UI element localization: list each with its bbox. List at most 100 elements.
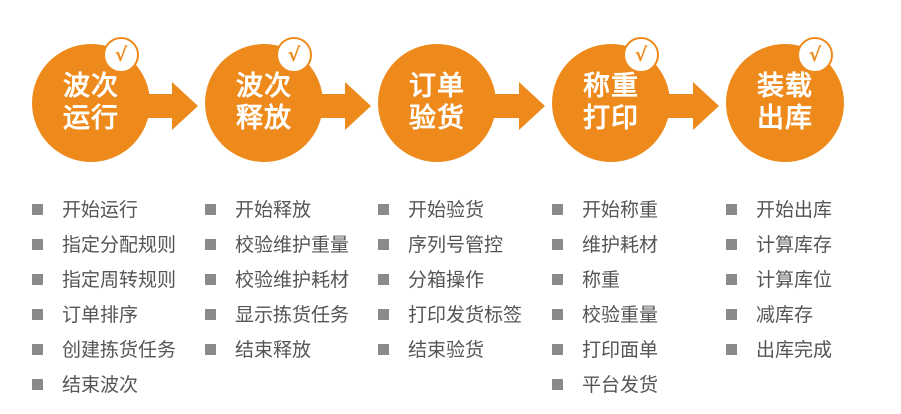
list-item: 平台发货 xyxy=(552,367,658,402)
step-4-title-line1: 称重 xyxy=(583,71,639,102)
list-item-label: 序列号管控 xyxy=(408,233,504,256)
list-item: 开始运行 xyxy=(32,192,176,227)
arrow-icon-2 xyxy=(319,82,371,130)
list-item: 维护耗材 xyxy=(552,227,658,262)
bullet-icon xyxy=(205,344,216,355)
list-item-label: 校验重量 xyxy=(582,303,659,326)
list-item-label: 出库完成 xyxy=(756,338,833,361)
list-item: 指定分配规则 xyxy=(32,227,176,262)
list-item-label: 计算库位 xyxy=(756,268,833,291)
bullet-icon xyxy=(32,239,43,250)
list-item-label: 打印面单 xyxy=(582,338,659,361)
list-item-label: 校验维护耗材 xyxy=(235,268,350,291)
bullet-icon xyxy=(726,274,737,285)
list-item: 称重 xyxy=(552,262,658,297)
list-item-label: 称重 xyxy=(582,268,621,291)
bullet-icon xyxy=(32,309,43,320)
bullet-icon xyxy=(552,344,563,355)
bullet-icon xyxy=(205,239,216,250)
step-4-check-icon: √ xyxy=(623,37,659,73)
step-5-check-icon: √ xyxy=(797,37,833,73)
step-3-title-line2: 验货 xyxy=(409,103,465,134)
list-item: 开始称重 xyxy=(552,192,658,227)
list-item-label: 分箱操作 xyxy=(408,268,485,291)
list-item: 结束验货 xyxy=(378,332,522,367)
arrow-icon-4 xyxy=(667,82,719,130)
step-2-check-icon: √ xyxy=(276,37,312,73)
bullet-icon xyxy=(32,204,43,215)
list-item: 分箱操作 xyxy=(378,262,522,297)
step-5-title-line2: 出库 xyxy=(757,103,813,134)
bullet-icon xyxy=(378,239,389,250)
list-item: 校验重量 xyxy=(552,297,658,332)
list-item: 校验维护耗材 xyxy=(205,262,349,297)
list-item-label: 减库存 xyxy=(756,303,814,326)
list-item-label: 开始运行 xyxy=(62,198,139,221)
list-item-label: 开始释放 xyxy=(235,198,312,221)
bullet-icon xyxy=(726,309,737,320)
bullet-icon xyxy=(205,309,216,320)
step-4-list: 开始称重 维护耗材 称重 校验重量 打印面单 平台发货 xyxy=(552,192,658,402)
list-item-label: 开始出库 xyxy=(756,198,833,221)
bullet-icon xyxy=(726,239,737,250)
list-item: 创建拣货任务 xyxy=(32,332,176,367)
step-1-list: 开始运行 指定分配规则 指定周转规则 订单排序 创建拣货任务 结束波次 xyxy=(32,192,176,402)
list-item-label: 计算库存 xyxy=(756,233,833,256)
step-1-check-icon: √ xyxy=(103,37,139,73)
step-3-circle: 订单 验货 xyxy=(378,44,496,162)
list-item-label: 指定周转规则 xyxy=(62,268,177,291)
step-1-title-line1: 波次 xyxy=(63,71,119,102)
list-item-label: 打印发货标签 xyxy=(408,303,523,326)
step-3-title-line1: 订单 xyxy=(409,71,465,102)
bullet-icon xyxy=(378,274,389,285)
list-item-label: 结束释放 xyxy=(235,338,312,361)
list-item: 计算库位 xyxy=(726,262,832,297)
list-item: 开始释放 xyxy=(205,192,349,227)
list-item-label: 校验维护重量 xyxy=(235,233,350,256)
list-item-label: 维护耗材 xyxy=(582,233,659,256)
list-item-label: 订单排序 xyxy=(62,303,139,326)
arrow-icon-1 xyxy=(146,82,198,130)
bullet-icon xyxy=(726,344,737,355)
bullet-icon xyxy=(205,204,216,215)
bullet-icon xyxy=(32,274,43,285)
step-2-title-line2: 释放 xyxy=(236,103,292,134)
list-item: 出库完成 xyxy=(726,332,832,367)
bullet-icon xyxy=(552,204,563,215)
step-5-list: 开始出库 计算库存 计算库位 减库存 出库完成 xyxy=(726,192,832,367)
bullet-icon xyxy=(552,309,563,320)
step-1-title-line2: 运行 xyxy=(63,103,119,134)
bullet-icon xyxy=(378,344,389,355)
list-item-label: 平台发货 xyxy=(582,373,659,396)
list-item-label: 结束验货 xyxy=(408,338,485,361)
list-item: 显示拣货任务 xyxy=(205,297,349,332)
list-item: 开始出库 xyxy=(726,192,832,227)
step-3-list: 开始验货 序列号管控 分箱操作 打印发货标签 结束验货 xyxy=(378,192,522,367)
list-item: 订单排序 xyxy=(32,297,176,332)
arrow-icon-3 xyxy=(493,82,545,130)
list-item: 结束波次 xyxy=(32,367,176,402)
bullet-icon xyxy=(378,204,389,215)
list-item: 打印发货标签 xyxy=(378,297,522,332)
step-5-title-line1: 装载 xyxy=(757,71,813,102)
list-item-label: 开始称重 xyxy=(582,198,659,221)
list-item: 序列号管控 xyxy=(378,227,522,262)
bullet-icon xyxy=(552,379,563,390)
bullet-icon xyxy=(32,344,43,355)
list-item: 计算库存 xyxy=(726,227,832,262)
list-item-label: 结束波次 xyxy=(62,373,139,396)
list-item: 校验维护重量 xyxy=(205,227,349,262)
list-item: 结束释放 xyxy=(205,332,349,367)
list-item: 开始验货 xyxy=(378,192,522,227)
list-item-label: 创建拣货任务 xyxy=(62,338,177,361)
bullet-icon xyxy=(205,274,216,285)
list-item-label: 显示拣货任务 xyxy=(235,303,350,326)
bullet-icon xyxy=(552,274,563,285)
list-item: 指定周转规则 xyxy=(32,262,176,297)
step-4-title-line2: 打印 xyxy=(583,103,639,134)
step-2-title-line1: 波次 xyxy=(236,71,292,102)
list-item: 减库存 xyxy=(726,297,832,332)
bullet-icon xyxy=(726,204,737,215)
bullet-icon xyxy=(378,309,389,320)
bullet-icon xyxy=(32,379,43,390)
